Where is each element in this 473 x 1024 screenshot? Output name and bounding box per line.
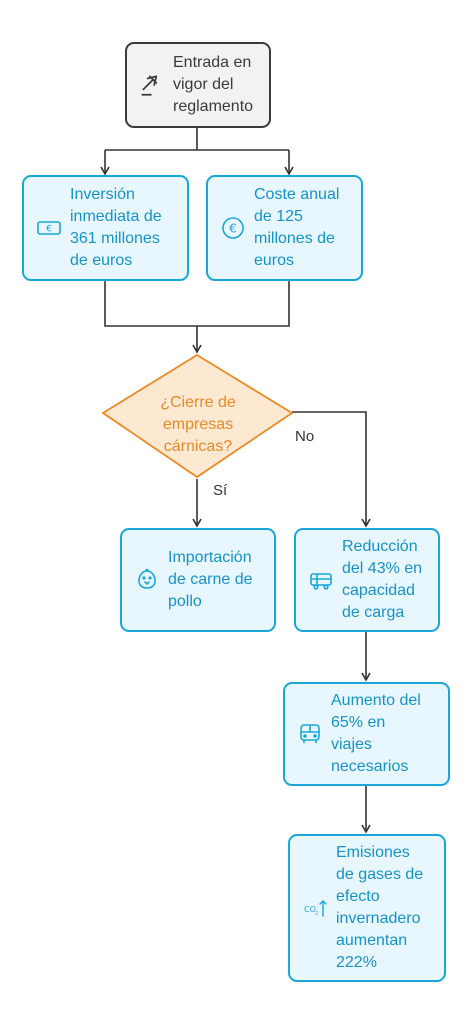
- svg-text:CO: CO: [304, 905, 316, 914]
- edge-label-yes: Sí: [213, 482, 228, 499]
- svg-text:€: €: [46, 225, 52, 235]
- decision-diamond: [101, 353, 294, 479]
- import-label: Importación de carne de pollo: [168, 549, 253, 610]
- edge-start-split: [105, 128, 289, 151]
- edge-merge: [104, 281, 290, 352]
- banknote-euro-icon: €: [36, 215, 62, 241]
- truck-icon: [308, 567, 334, 593]
- start-node: Entrada en vigor del reglamento: [125, 42, 271, 128]
- reduction-label: Reducción del 43% en capacidad de carga: [342, 538, 423, 621]
- import-node: Importación de carne de pollo: [120, 528, 276, 632]
- chicken-icon: [134, 567, 160, 593]
- edge-no: [292, 411, 371, 528]
- euro-coin-icon: €: [220, 215, 246, 241]
- emissions-label: Emisiones de gases de efecto invernadero…: [336, 844, 424, 971]
- start-label: Entrada en vigor del reglamento: [173, 54, 254, 115]
- annual-cost-node: € Coste anual de 125 millones de euros: [206, 175, 363, 281]
- reduction-node: Reducción del 43% en capacidad de carga: [294, 528, 440, 632]
- investment-label: Inversión inmediata de 361 millones de e…: [70, 186, 162, 269]
- svg-text:2: 2: [315, 911, 318, 917]
- emissions-node: CO 2 Emisiones de gases de efecto invern…: [288, 834, 446, 982]
- annual-cost-label: Coste anual de 125 millones de euros: [254, 186, 340, 269]
- bus-icon: [297, 721, 323, 747]
- svg-text:€: €: [229, 222, 237, 236]
- decision-label: ¿Cierre de empresas cárnicas?: [160, 394, 236, 455]
- edge-label-no: No: [295, 428, 315, 445]
- investment-node: € Inversión inmediata de 361 millones de…: [22, 175, 189, 281]
- gavel-icon: [139, 72, 165, 98]
- trips-node: Aumento del 65% en viajes necesarios: [283, 682, 450, 786]
- trips-label: Aumento del 65% en viajes necesarios: [331, 692, 421, 775]
- co2-rising-icon: CO 2: [302, 895, 328, 921]
